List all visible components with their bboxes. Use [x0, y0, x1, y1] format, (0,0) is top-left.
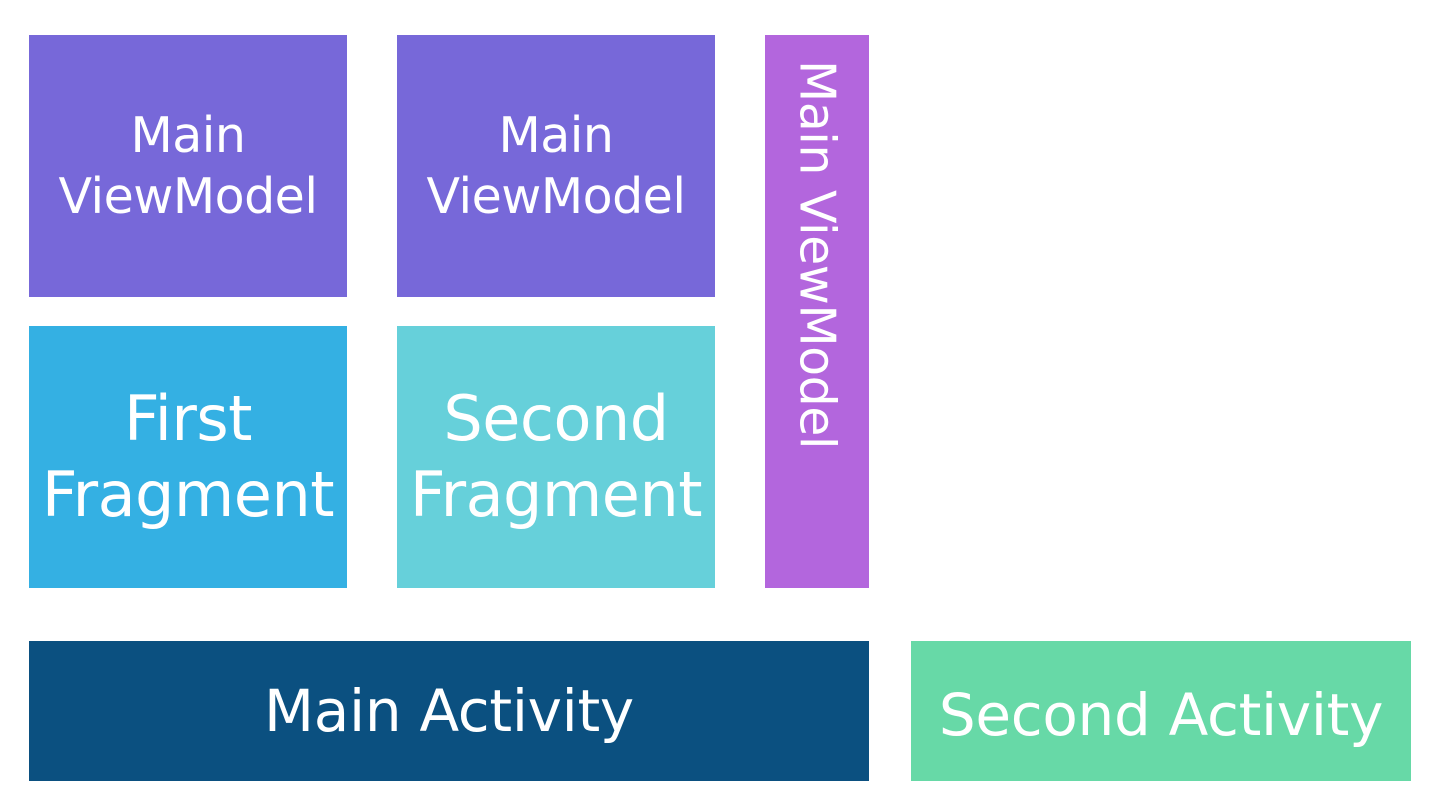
first-fragment-box: First Fragment [29, 326, 347, 588]
shared-main-viewmodel-box: Main ViewModel [765, 35, 869, 588]
main-activity-label: Main Activity [264, 677, 634, 745]
main-viewmodel-second-box: Main ViewModel [397, 35, 715, 297]
viewmodel-label-line2: ViewModel [58, 168, 318, 225]
viewmodel-label-line1: Main [130, 107, 246, 164]
second-activity-label: Second Activity [938, 681, 1384, 749]
first-fragment-label-line2: Fragment [41, 458, 335, 531]
main-activity-box: Main Activity [29, 641, 869, 781]
second-activity-box: Second Activity [911, 641, 1411, 781]
shared-viewmodel-label: Main ViewModel [788, 60, 846, 449]
second-fragment-label-line2: Fragment [409, 458, 703, 531]
second-fragment-box: Second Fragment [397, 326, 715, 588]
main-viewmodel-first-box: Main ViewModel [29, 35, 347, 297]
viewmodel-label-line2: ViewModel [426, 168, 686, 225]
second-fragment-label-line1: Second [443, 382, 669, 455]
first-fragment-label-line1: First [124, 382, 252, 455]
viewmodel-label-line1: Main [498, 107, 614, 164]
